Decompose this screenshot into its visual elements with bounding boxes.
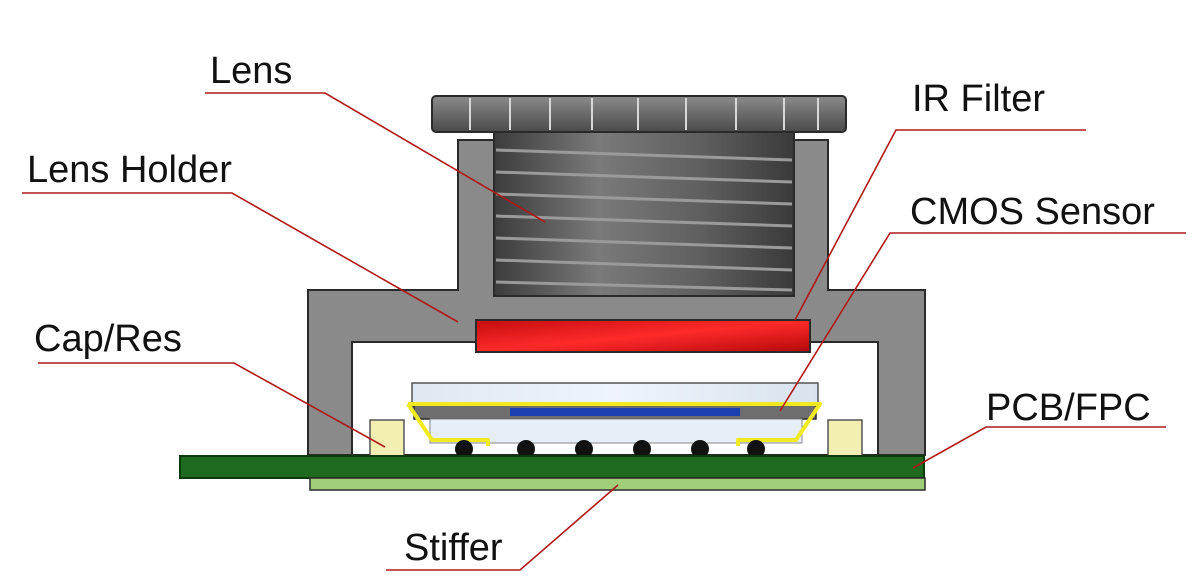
label-lens: Lens <box>210 50 292 92</box>
cap-res-component-right <box>827 419 863 457</box>
sensor-active-area <box>510 408 740 416</box>
label-cmos-sensor: CMOS Sensor <box>910 191 1155 233</box>
leader-line-lens <box>205 92 546 223</box>
lens-barrel <box>493 127 795 297</box>
label-ir-filter: IR Filter <box>912 78 1045 120</box>
leader-line-ir-filter <box>794 129 1086 321</box>
cmos-sensor-assembly <box>406 382 822 458</box>
pcb-fpc-board <box>179 455 925 479</box>
leader-line-stiffer <box>386 484 619 571</box>
leader-line-cap-res <box>38 362 386 448</box>
leader-line-lens-holder <box>22 192 459 323</box>
ir-filter <box>475 319 811 353</box>
lens-cap <box>431 95 847 133</box>
label-pcb-fpc: PCB/FPC <box>986 387 1151 429</box>
leader-line-pcb-fpc <box>912 426 1166 469</box>
sensor-encapsulant <box>406 402 822 446</box>
label-lens-holder: Lens Holder <box>27 149 232 191</box>
label-stiffer: Stiffer <box>404 527 503 569</box>
stiffener-plate <box>309 477 926 491</box>
label-cap-res: Cap/Res <box>34 318 182 360</box>
leader-line-cmos-sensor <box>779 232 1186 412</box>
cap-res-component-left <box>369 419 405 457</box>
leader-lines <box>22 92 1186 571</box>
solder-balls <box>455 440 765 458</box>
